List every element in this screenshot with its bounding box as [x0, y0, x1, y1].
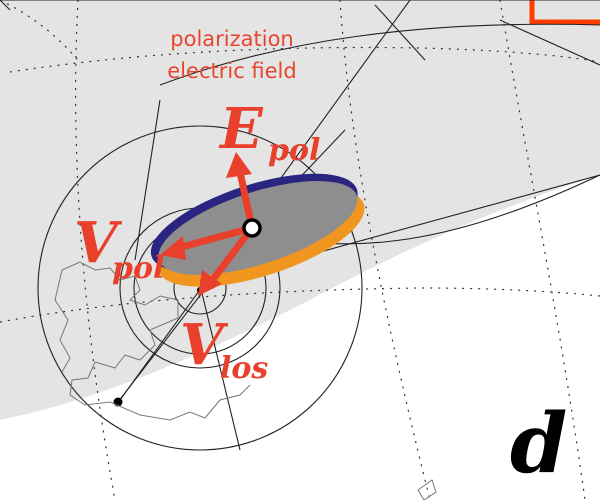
origin-point — [242, 218, 262, 238]
coastline — [54, 261, 251, 421]
v-los-subscript: los — [220, 351, 268, 386]
frame-corner — [529, 0, 600, 25]
v-los-label: V — [180, 312, 229, 378]
v-los-arrowhead — [198, 270, 222, 296]
v-pol-arrow — [174, 224, 256, 252]
v-los-arrow — [204, 224, 256, 290]
island — [417, 479, 437, 500]
v-pol-subscript: pol — [112, 251, 164, 286]
annotation-line2: electric field — [167, 59, 296, 83]
annotation-line1: polarization — [170, 27, 293, 51]
e-pol-subscript: pol — [268, 133, 320, 168]
e-pol-arrowhead — [226, 152, 252, 178]
vector-arrows — [160, 152, 256, 296]
v-pol-label: V — [74, 210, 123, 276]
v-pol-arrowhead — [160, 236, 186, 260]
panel-label: d — [510, 396, 567, 492]
e-pol-label: E — [218, 96, 264, 162]
